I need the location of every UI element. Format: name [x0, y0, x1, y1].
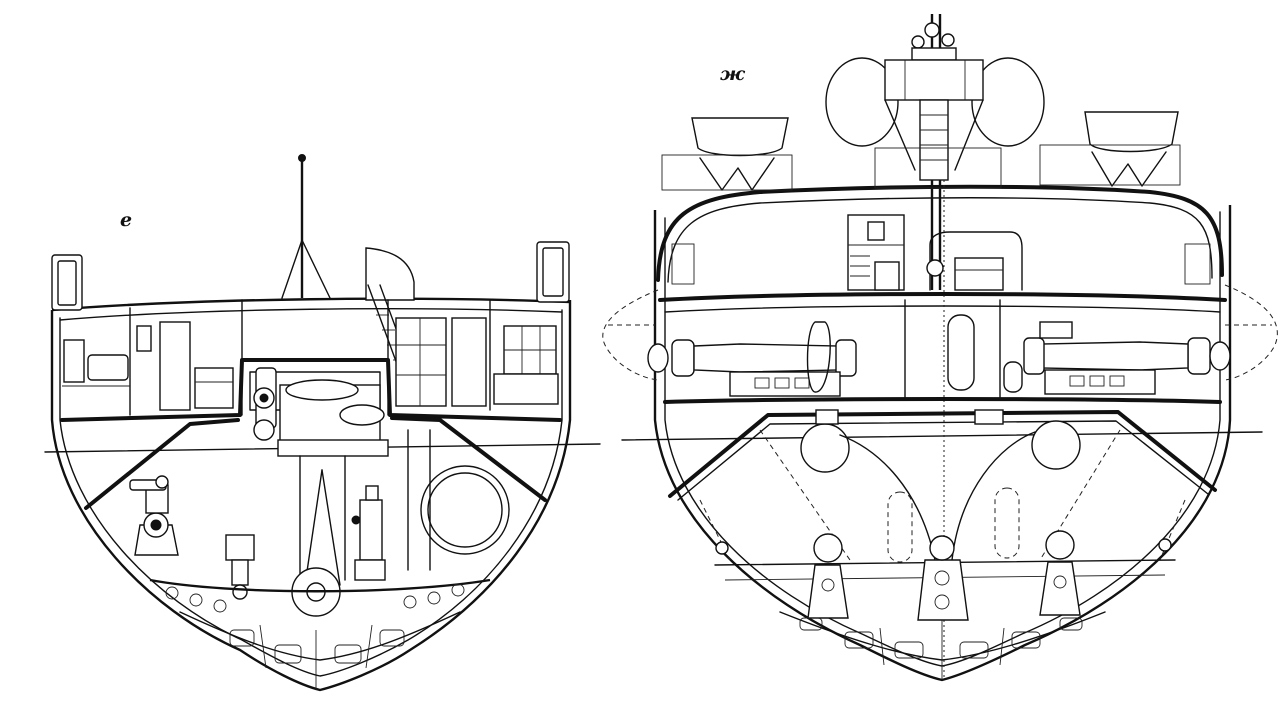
- engine-e: [253, 367, 389, 586]
- shell-hoist-left-zh: [800, 423, 850, 473]
- upper-deck-e: [51, 297, 571, 312]
- lower-deck-e: [60, 358, 562, 422]
- pedestals-zh: [715, 530, 1172, 621]
- hatch-right-zh: [974, 409, 1004, 425]
- gun-right-zh: [1003, 321, 1231, 395]
- upper-deck-zh: [656, 184, 1224, 282]
- cabin-door-right-e: [451, 317, 487, 407]
- main-deck-zh: [658, 292, 1227, 302]
- view-label-e: е: [120, 209, 132, 231]
- ventilator-cowl-e: [365, 247, 415, 301]
- boat-right-zh: [1039, 111, 1181, 187]
- section-view-e: е: [44, 154, 601, 692]
- ventilator-head-right-zh: [971, 57, 1045, 147]
- inner-bottom-slope-right-e: [390, 416, 547, 502]
- section-view-zh: ж: [602, 14, 1278, 682]
- aux-pump-left-e: [225, 534, 255, 600]
- gun-left-zh: [647, 321, 857, 397]
- circular-tank-e: [420, 465, 510, 555]
- inner-bottom-zh: [668, 410, 1217, 498]
- mast-zh: [874, 14, 1002, 290]
- aux-pump-right-e: [351, 485, 386, 581]
- deckhouse-interior-zh: [671, 214, 1211, 291]
- view-label-zh: ж: [720, 63, 746, 85]
- double-bottom-e: [165, 583, 465, 690]
- inner-bottom-slope-left-e: [84, 418, 240, 510]
- sponson-left-zh: [602, 289, 659, 381]
- cabin-door-left-e: [159, 321, 191, 411]
- waterline-zh: [621, 431, 1263, 441]
- hull-inner-e: [59, 309, 563, 677]
- sponson-right-zh: [1224, 284, 1278, 381]
- boat-left-zh: [661, 117, 793, 191]
- winch-e: [129, 475, 179, 556]
- centre-column-zh: [947, 314, 975, 391]
- battery-deck-zh: [663, 397, 1222, 404]
- bunk-left-e: [63, 339, 85, 383]
- hull-outline-e: [50, 300, 572, 692]
- shell-hoist-right-zh: [1031, 420, 1081, 470]
- double-bottom-zh: [779, 611, 1106, 680]
- hatch-left-zh: [815, 409, 839, 425]
- ventilator-head-left-zh: [825, 57, 899, 147]
